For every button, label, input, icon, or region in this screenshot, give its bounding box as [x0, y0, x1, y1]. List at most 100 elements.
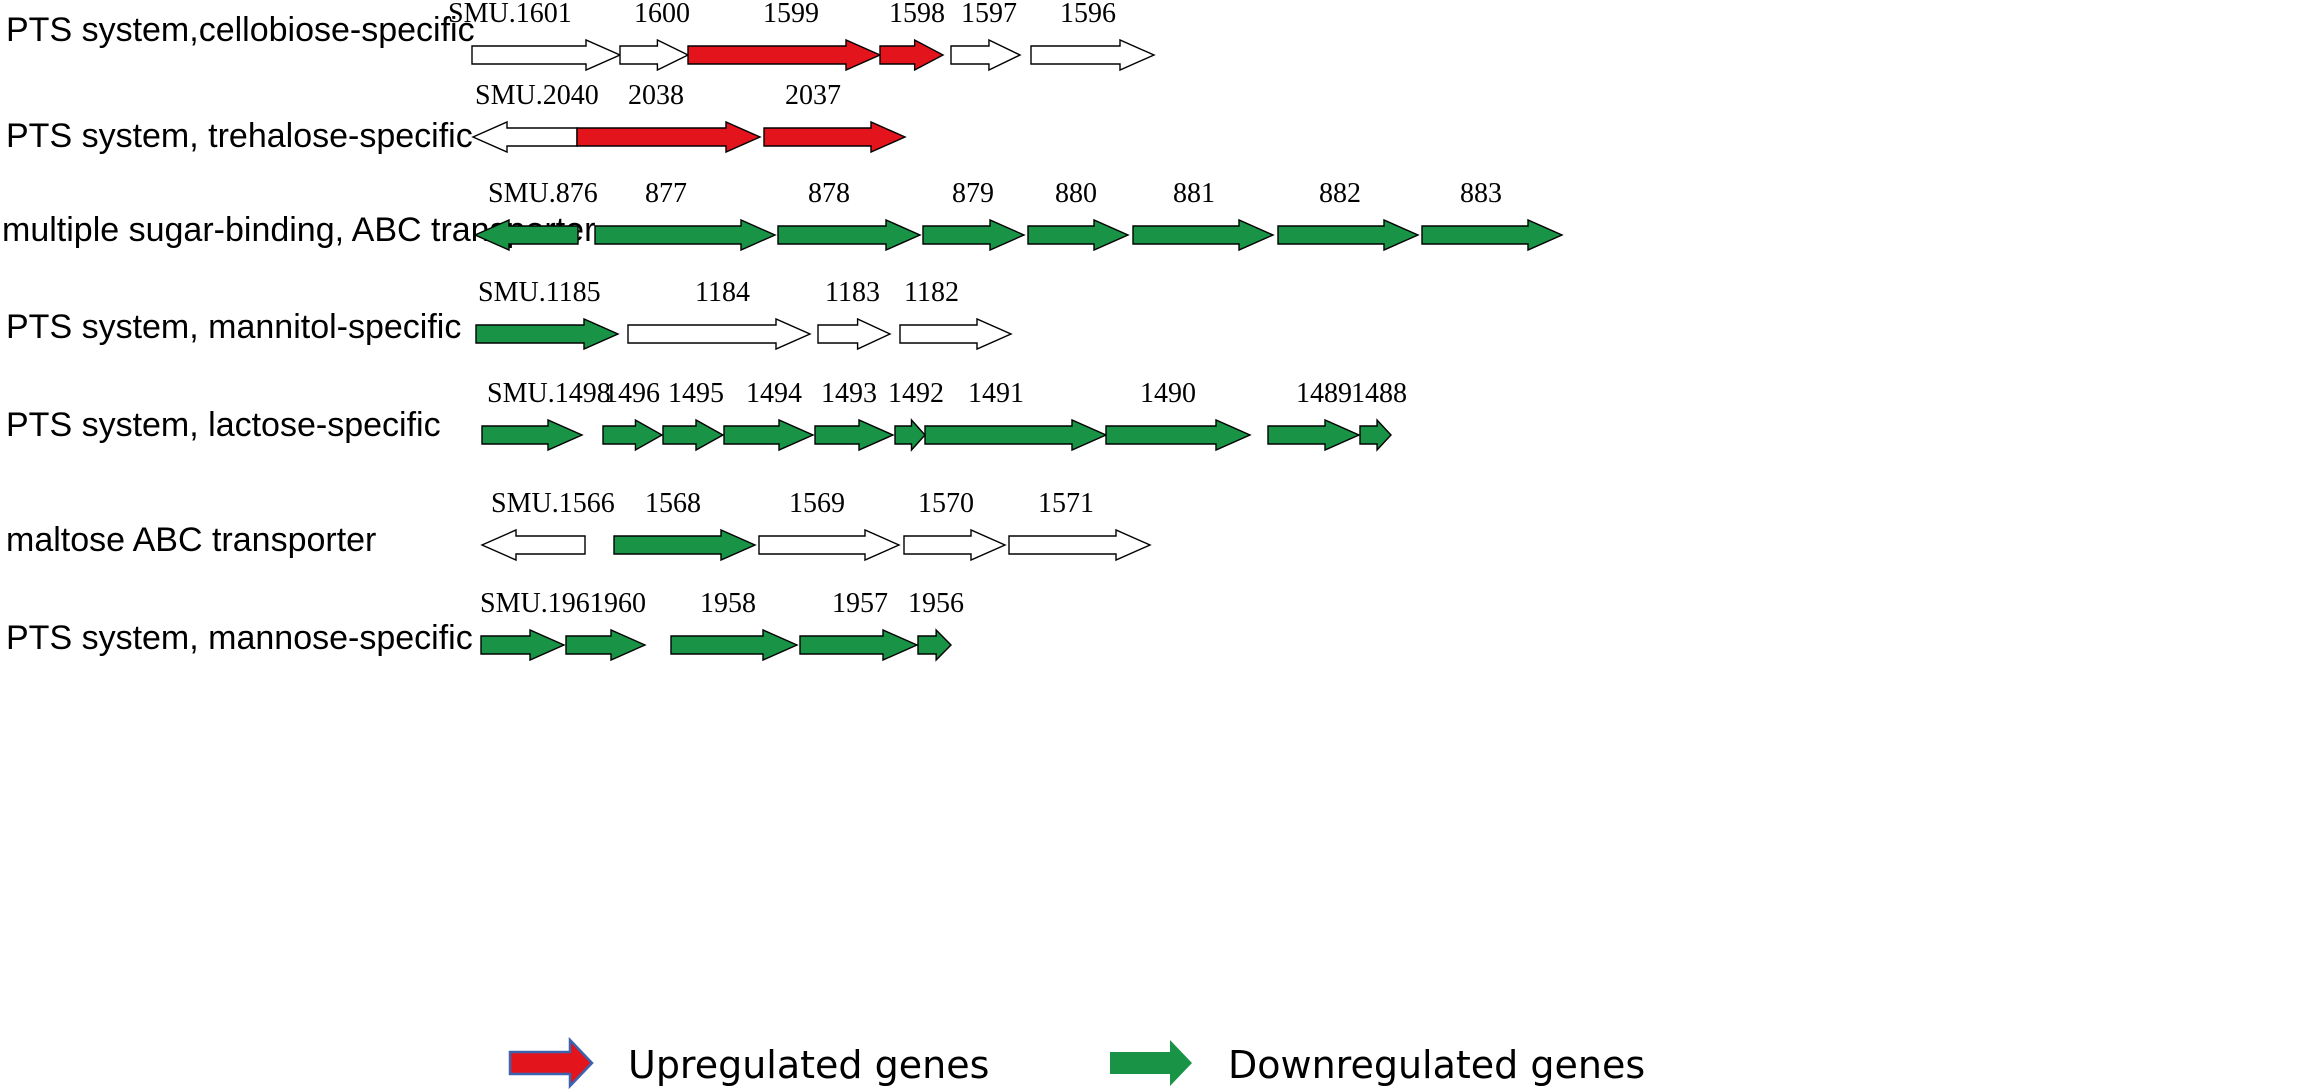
- gene-arrow-877: [594, 218, 777, 252]
- gene-arrow-smu-1185: [475, 317, 620, 351]
- downregulated-legend-label: Downregulated genes: [1228, 1043, 1645, 1087]
- gene-label-879: 879: [952, 178, 994, 209]
- gene-arrow-883: [1421, 218, 1564, 252]
- gene-label-1183: 1183: [825, 277, 880, 308]
- gene-arrow-1183: [817, 317, 892, 351]
- gene-label-1495: 1495: [668, 378, 724, 409]
- gene-arrow-smu-1961: [480, 628, 566, 662]
- gene-arrow-1182: [899, 317, 1013, 351]
- gene-arrow-2037: [763, 120, 907, 154]
- gene-arrow-1490: [1105, 418, 1252, 452]
- gene-cluster-row: PTS system, lactose-specific SMU.14981496…: [6, 378, 1407, 452]
- gene-label-2037: 2037: [785, 80, 841, 111]
- gene-arrow-1596: [1030, 38, 1156, 72]
- gene-label-1493: 1493: [821, 378, 877, 409]
- gene-arrow-2038: [576, 120, 762, 154]
- gene-label-1491: 1491: [968, 378, 1024, 409]
- gene-arrow-1488: [1359, 418, 1392, 452]
- gene-label-1571: 1571: [1038, 488, 1094, 519]
- gene-arrow-1600: [619, 38, 690, 72]
- gene-label-1960: 1960: [590, 588, 646, 619]
- gene-label-882: 882: [1319, 178, 1361, 209]
- gene-cluster-row: PTS system, mannose-specificSMU.19611960…: [6, 588, 964, 662]
- legend: Upregulated genes Downregulated genes: [508, 1036, 1645, 1090]
- gene-label-877: 877: [645, 178, 687, 209]
- gene-label-1488: 1488: [1351, 378, 1407, 409]
- gene-arrow-1960: [565, 628, 647, 662]
- gene-arrow-1489: [1267, 418, 1361, 452]
- row-label: PTS system, trehalose-specific: [6, 117, 473, 155]
- gene-arrow-smu-1601: [471, 38, 622, 72]
- gene-label-1956: 1956: [908, 588, 964, 619]
- gene-label-1492: 1492: [888, 378, 944, 409]
- gene-arrow-1599: [687, 38, 882, 72]
- gene-label-smu-1498: SMU.1498: [487, 378, 611, 409]
- gene-label-smu-876: SMU.876: [488, 178, 598, 209]
- gene-label-1596: 1596: [1060, 0, 1116, 29]
- downregulated-legend-arrow: [1110, 1040, 1192, 1086]
- gene-arrow-1570: [903, 528, 1007, 562]
- gene-label-1182: 1182: [904, 277, 959, 308]
- gene-arrow-878: [777, 218, 922, 252]
- gene-arrow-1569: [758, 528, 901, 562]
- row-label: PTS system, lactose-specific: [6, 406, 441, 444]
- gene-arrow-1568: [613, 528, 757, 562]
- gene-arrow-1494: [723, 418, 815, 452]
- gene-label-1496: 1496: [604, 378, 660, 409]
- upregulated-legend-arrow: [508, 1036, 594, 1090]
- gene-label-880: 880: [1055, 178, 1097, 209]
- gene-arrow-882: [1277, 218, 1420, 252]
- gene-arrow-1184: [627, 317, 812, 351]
- gene-arrow-smu-1566: [480, 528, 586, 562]
- gene-arrow-880: [1027, 218, 1130, 252]
- gene-label-1957: 1957: [832, 588, 888, 619]
- gene-arrow-smu-876: [473, 218, 579, 252]
- upregulated-legend-label: Upregulated genes: [628, 1043, 989, 1087]
- gene-arrow-881: [1132, 218, 1275, 252]
- gene-arrow-1598: [879, 38, 945, 72]
- gene-label-1600: 1600: [634, 0, 690, 29]
- gene-arrow-smu-1498: [481, 418, 584, 452]
- gene-cluster-row: multiple sugar-binding, ABC transporterS…: [2, 178, 1564, 252]
- gene-label-878: 878: [808, 178, 850, 209]
- gene-arrow-1493: [814, 418, 895, 452]
- gene-label-1184: 1184: [695, 277, 750, 308]
- gene-arrow-879: [922, 218, 1026, 252]
- gene-label-1597: 1597: [961, 0, 1017, 29]
- gene-label-smu-1601: SMU.1601: [448, 0, 572, 29]
- gene-label-1599: 1599: [763, 0, 819, 29]
- gene-label-1494: 1494: [746, 378, 802, 409]
- gene-arrow-1495: [662, 418, 725, 452]
- gene-arrow-1492: [894, 418, 926, 452]
- gene-arrow-1956: [917, 628, 952, 662]
- gene-label-smu-1185: SMU.1185: [478, 277, 601, 308]
- gene-label-smu-2040: SMU.2040: [475, 80, 599, 111]
- gene-label-2038: 2038: [628, 80, 684, 111]
- gene-label-1598: 1598: [889, 0, 945, 29]
- gene-arrow-1496: [602, 418, 664, 452]
- gene-arrow-smu-2040: [471, 120, 578, 154]
- gene-arrow-1571: [1008, 528, 1152, 562]
- gene-label-1490: 1490: [1140, 378, 1196, 409]
- gene-cluster-row: PTS system, mannitol-specific SMU.1185 118…: [6, 277, 1013, 351]
- gene-label-smu-1961: SMU.1961: [480, 588, 604, 619]
- row-label: maltose ABC transporter: [6, 521, 376, 559]
- gene-label-1569: 1569: [789, 488, 845, 519]
- gene-arrow-1958: [670, 628, 799, 662]
- gene-label-1568: 1568: [645, 488, 701, 519]
- row-label: PTS system, mannitol-specific: [6, 308, 461, 346]
- row-label: PTS system,cellobiose-specific: [6, 11, 475, 49]
- gene-label-1570: 1570: [918, 488, 974, 519]
- gene-label-1958: 1958: [700, 588, 756, 619]
- gene-arrow-1597: [950, 38, 1022, 72]
- gene-label-881: 881: [1173, 178, 1215, 209]
- row-label: PTS system, mannose-specific: [6, 619, 473, 657]
- gene-arrow-1957: [799, 628, 919, 662]
- gene-label-1489: 1489: [1296, 378, 1352, 409]
- gene-label-883: 883: [1460, 178, 1502, 209]
